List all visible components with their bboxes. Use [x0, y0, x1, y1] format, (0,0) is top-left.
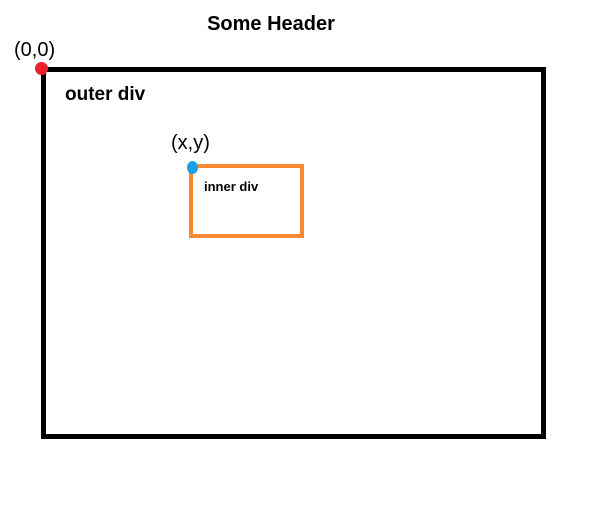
page-header: Some Header — [207, 13, 335, 35]
outer-div-label: outer div — [65, 84, 146, 105]
inner-div-label: inner div — [204, 179, 259, 194]
inner-div-box: inner div — [189, 164, 304, 238]
xy-coordinate-label: (x,y) — [171, 132, 210, 154]
outer-div-box: outer div — [41, 67, 546, 439]
origin-point-marker — [35, 62, 48, 75]
xy-point-marker — [187, 161, 198, 174]
origin-coordinate-label: (0,0) — [14, 39, 56, 61]
